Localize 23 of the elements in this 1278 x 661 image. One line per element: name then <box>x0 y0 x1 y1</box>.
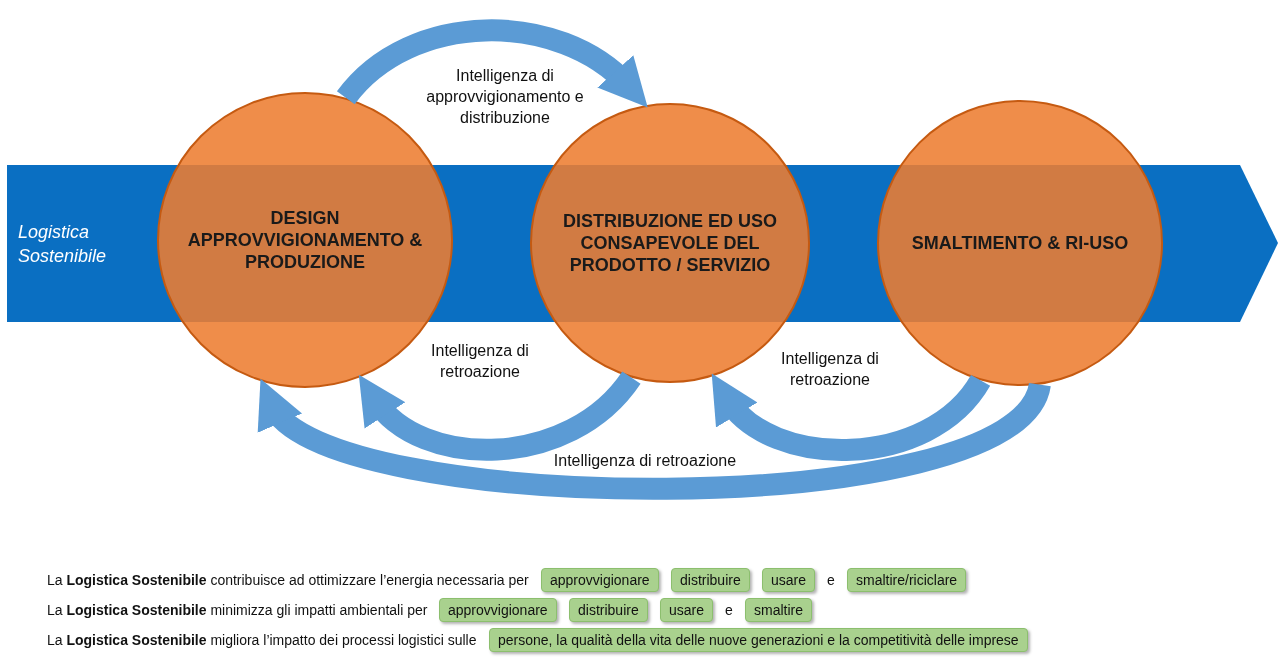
edge-label: Intelligenza di retroazione <box>552 451 738 471</box>
stage-title: SMALTIMENTO & RI-USO <box>910 232 1130 254</box>
edge-label: Intelligenza di approvvigionamento e distribuzione <box>425 66 585 128</box>
term-tag: distribuire <box>569 598 648 622</box>
stage-title: DESIGN APPROVVIGIONAMENTO & PRODUZIONE <box>186 207 424 273</box>
edge-label: Intelligenza di retroazione <box>430 341 530 382</box>
term-tag: approvvigionare <box>541 568 659 592</box>
stage-title: DISTRIBUZIONE ED USO CONSAPEVOLE DEL PRODOTTO / SERVIZIO <box>562 210 778 276</box>
term-tag: smaltire <box>745 598 812 622</box>
term-tag: usare <box>660 598 714 622</box>
term-tag: approvvigionare <box>439 598 557 622</box>
band-label: Logistica Sostenibile <box>18 221 108 268</box>
curved-arrow <box>337 19 650 106</box>
term-tag: distribuire <box>671 568 750 592</box>
sentence-text: La Logistica Sostenibile migliora l’impatto dei processi logistici sulle <box>47 632 477 648</box>
edge-label: Intelligenza di retroazione <box>780 349 880 390</box>
sentence-text: e <box>725 602 733 618</box>
sentence-text: La Logistica Sostenibile contribuisce ad ottimizzare l’energia necessaria per <box>47 572 529 588</box>
sentence-text: e <box>827 572 835 588</box>
term-tag: usare <box>762 568 816 592</box>
term-tag: persone, la qualità della vita delle nuove generazioni e la competitività delle imprese <box>489 628 1028 652</box>
term-tag: smaltire/riciclare <box>847 568 967 592</box>
sentence-text: La Logistica Sostenibile minimizza gli impatti ambientali per <box>47 602 428 618</box>
